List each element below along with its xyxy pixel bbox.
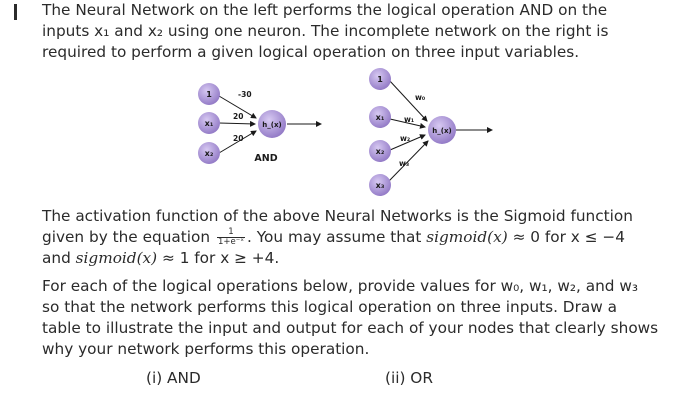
fraction-denominator: 1+e⁻ˣ xyxy=(217,237,244,247)
sigmoid-term-2: sigmoid(x) xyxy=(75,249,158,267)
activation-line-3-pre: and xyxy=(42,249,76,267)
sigmoid-fraction: 1 1+e⁻ˣ xyxy=(216,228,245,247)
bullet-marker xyxy=(14,4,17,20)
right-input-node-x1 xyxy=(369,106,391,128)
left-weight-x1: 20 xyxy=(233,112,243,121)
left-weight-bias: -30 xyxy=(238,90,252,99)
task-line-2: so that the network performs this logica… xyxy=(42,298,617,316)
intro-line-1: The Neural Network on the left performs … xyxy=(42,1,608,19)
right-weight-w0: w₀ xyxy=(415,93,425,102)
right-weight-w3: w₃ xyxy=(399,159,409,168)
task-line-4: why your network performs this operation… xyxy=(42,340,370,358)
left-input-node-bias xyxy=(198,83,220,105)
intro-line-3: required to perform a given logical oper… xyxy=(42,43,580,61)
right-input-node-bias xyxy=(369,68,391,90)
right-weight-w2: w₂ xyxy=(400,134,410,143)
activation-line-1: The activation function of the above Neu… xyxy=(42,207,633,225)
right-input-node-x2 xyxy=(369,140,391,162)
activation-line-2-post: . You may assume that xyxy=(246,228,422,246)
task-line-1: For each of the logical operations below… xyxy=(42,277,639,295)
intro-line-2: inputs x₁ and x₂ using one neuron. The i… xyxy=(42,22,609,40)
left-edge-bias xyxy=(218,95,257,119)
right-weight-w1: w₁ xyxy=(404,115,414,124)
activation-paragraph: The activation function of the above Neu… xyxy=(42,206,682,269)
left-edge-x1 xyxy=(218,120,256,127)
task-line-3: table to illustrate the input and output… xyxy=(42,319,659,337)
activation-line-2: given by the equation 1 1+e⁻ˣ . You may … xyxy=(42,227,682,248)
right-input-label-x1: x₁ xyxy=(376,113,385,122)
activation-line-2-pre: given by the equation xyxy=(42,228,211,246)
sigmoid-condition-2: ≈ 1 for x ≥ +4. xyxy=(157,249,280,267)
right-input-label-x2: x₂ xyxy=(376,147,385,156)
left-weight-x2: 20 xyxy=(233,134,243,143)
right-edge-x1 xyxy=(389,118,426,129)
right-input-label-x3: x₃ xyxy=(376,181,385,190)
sigmoid-term-1: sigmoid(x) xyxy=(426,228,508,246)
right-input-node-x3 xyxy=(369,174,391,196)
part-i-label: (i) AND xyxy=(146,369,201,387)
right-network: 1 x₁ x₂ x₃ w₀ w₁ w₂ w₃ h_(x) xyxy=(369,68,493,196)
right-edge-x2 xyxy=(389,134,426,151)
left-neuron-node xyxy=(258,110,286,138)
right-neuron-label: h_(x) xyxy=(432,127,451,135)
part-ii-label: (ii) OR xyxy=(385,369,433,387)
intro-paragraph: The Neural Network on the left performs … xyxy=(42,0,682,63)
left-edge-x2 xyxy=(218,130,257,154)
right-edge-bias xyxy=(388,79,428,122)
left-input-label-x2: x₂ xyxy=(205,149,214,158)
sigmoid-condition-1: ≈ 0 for x ≤ −4 xyxy=(507,228,625,246)
left-input-label-bias: 1 xyxy=(206,90,212,99)
left-network-caption: AND xyxy=(254,153,277,164)
activation-line-3: and sigmoid(x) ≈ 1 for x ≥ +4. xyxy=(42,248,682,269)
left-input-node-x2 xyxy=(198,142,220,164)
right-neuron-node xyxy=(428,116,456,144)
task-paragraph: For each of the logical operations below… xyxy=(42,276,682,360)
right-input-label-bias: 1 xyxy=(377,75,383,84)
fraction-numerator: 1 xyxy=(216,228,245,238)
left-neuron-label: h_(x) xyxy=(262,121,281,129)
left-network: 1 x₁ x₂ -30 20 20 h_(x) AND xyxy=(198,83,322,164)
left-input-label-x1: x₁ xyxy=(205,119,214,128)
left-input-node-x1 xyxy=(198,112,220,134)
right-edge-x3 xyxy=(388,140,429,182)
